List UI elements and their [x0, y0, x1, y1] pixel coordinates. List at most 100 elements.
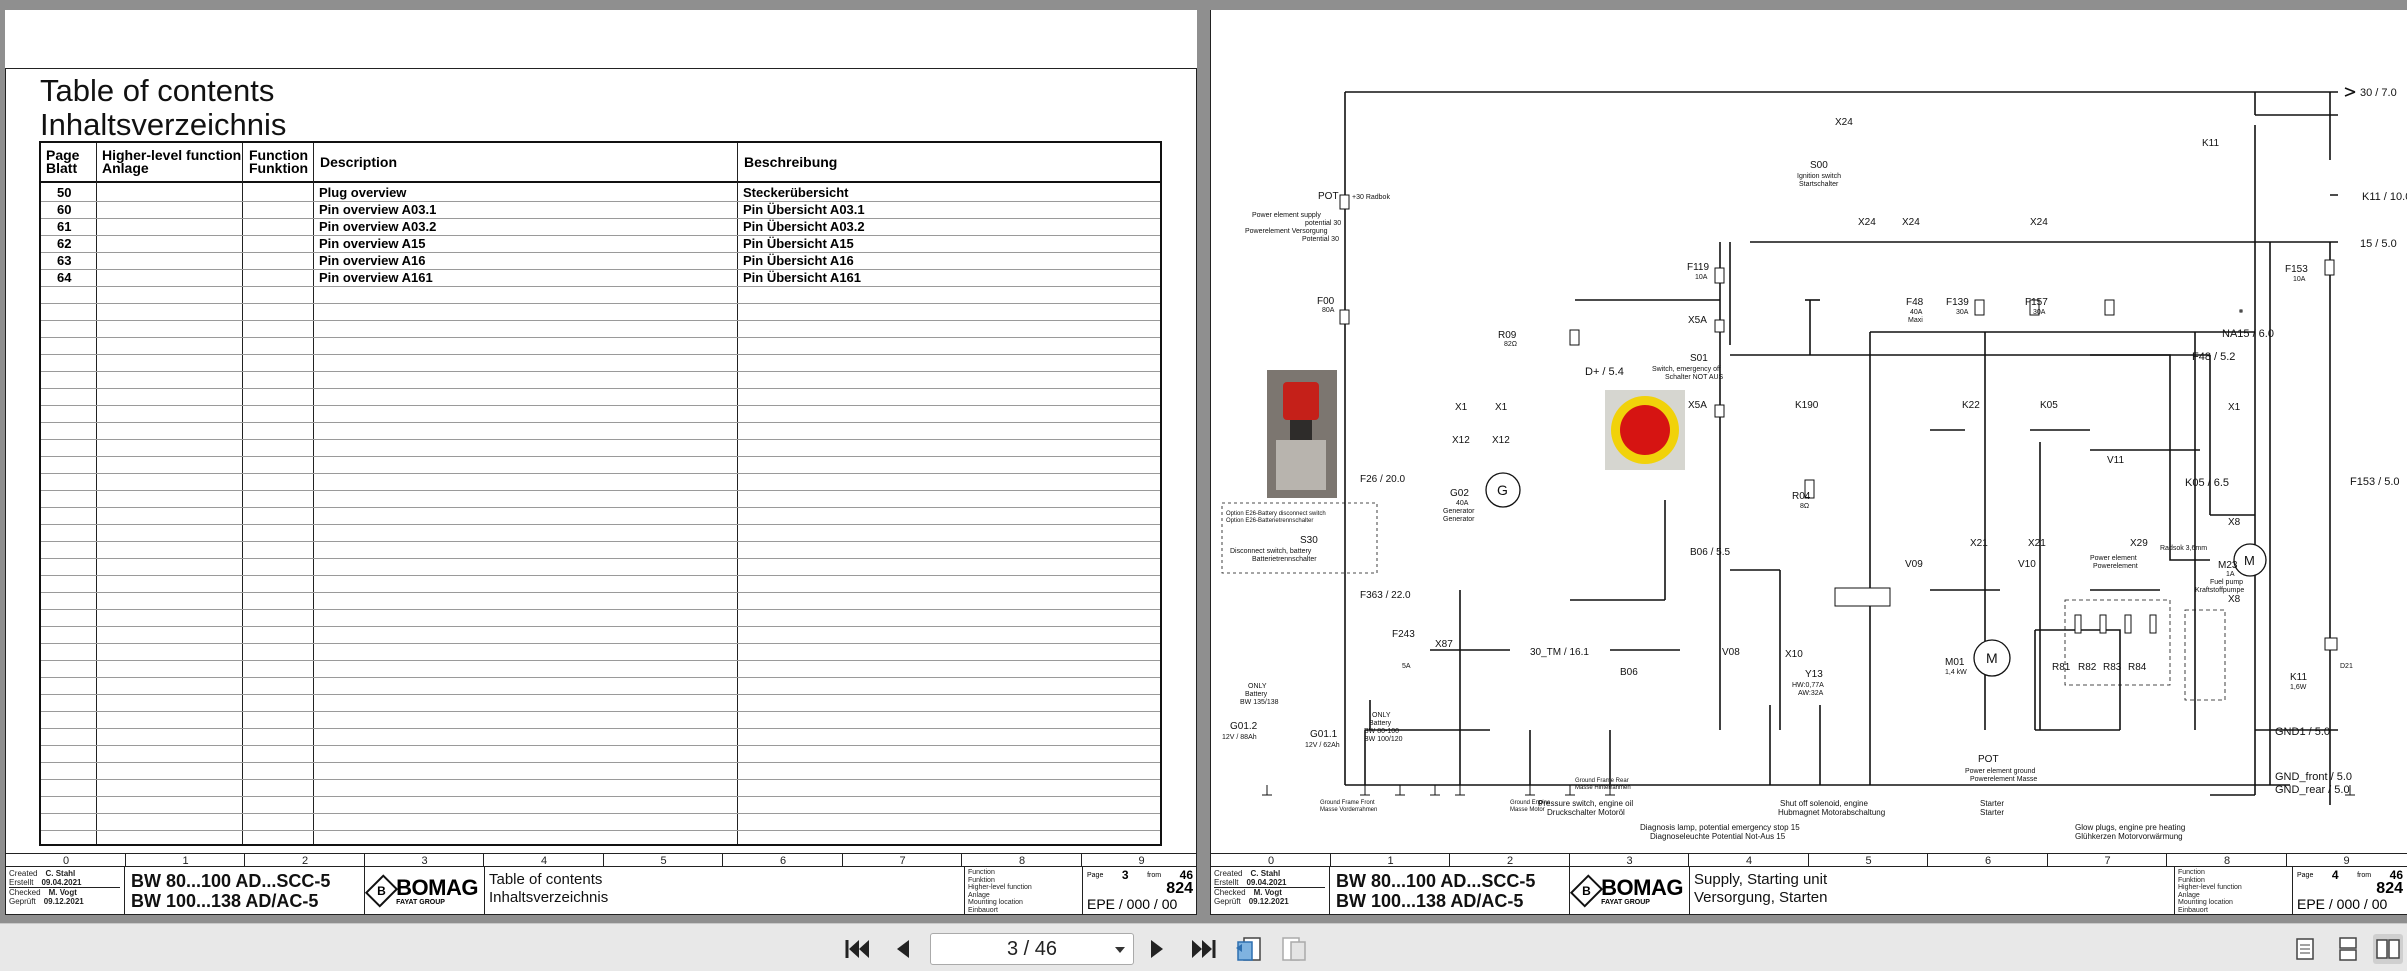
label-y13: Y13 [1805, 669, 1823, 680]
label-f48-value: 40A [1910, 309, 1923, 316]
net-label-30: 30 / 7.0 [2360, 87, 2397, 99]
checked-label: Checked [1214, 888, 1246, 897]
sheet-description-en: Supply, Starting unit [1694, 871, 1828, 888]
component-labels: POT +30 Radbok Power element supply pote… [1222, 117, 2353, 841]
single-page-view-button[interactable] [2290, 934, 2320, 964]
last-page-button[interactable] [1188, 934, 1218, 964]
created-date: 09.04.2021 [1246, 878, 1287, 887]
label-x29-desc: Radsok 3,6mm [2160, 545, 2207, 552]
forward-button[interactable] [1280, 934, 1310, 964]
label-g02-desc-2: Generator [1443, 516, 1475, 523]
back-view-icon [1236, 937, 1261, 961]
label-r04-value: 8Ω [1800, 503, 1809, 510]
ruler-tick [841, 854, 843, 867]
skip-last-icon [1192, 940, 1216, 958]
row-divider [41, 541, 1160, 542]
meta-mounting: Mounting location [968, 899, 1023, 906]
col-function2-de: Funktion [249, 160, 309, 176]
net-label-na15: NA15 / 6.0 [2222, 328, 2274, 340]
label-f00: F00 [1317, 296, 1335, 307]
label-x1: X1 [1455, 402, 1468, 413]
label-x87: X87 [1435, 639, 1453, 650]
row-divider [41, 796, 1160, 797]
label-k11: K11 [2202, 138, 2219, 149]
back-button[interactable] [1233, 934, 1263, 964]
created-label-de: Erstellt [9, 878, 34, 887]
two-page-view-button[interactable] [2373, 934, 2403, 964]
label-x24: X24 [1835, 117, 1853, 128]
col-page-en: Page [46, 147, 80, 163]
row-divider [41, 660, 1160, 661]
toc-title-de: Inhaltsverzeichnis [40, 107, 287, 142]
label-k05: K05 [2040, 400, 2058, 411]
row-divider [41, 728, 1160, 729]
row-divider [41, 762, 1160, 763]
toc-description: Pin overview A16 [319, 253, 426, 268]
toc-page-number: 50 [57, 185, 72, 200]
net-label-b06: B06 / 5.5 [1690, 547, 1730, 558]
wiring-schematic: 30 / 7.0 K11 / 10.0 15 / 5.0 NA15 / 6.0 … [1221, 87, 2407, 841]
label-x1: X1 [2228, 402, 2241, 413]
label-f119-value: 10A [1695, 274, 1708, 281]
col-divider [737, 143, 738, 844]
sheet-description-de: Inhaltsverzeichnis [489, 889, 609, 906]
brand-sub: FAYAT GROUP [1601, 898, 1650, 906]
label-gnd-engine-1: Ground Engine [1510, 800, 1551, 806]
label-pot-gnd-desc-1: Power element ground [1965, 768, 2036, 775]
ruler-number: 9 [2343, 855, 2350, 867]
first-page-button[interactable] [843, 934, 873, 964]
net-label-f153: F153 / 5.0 [2350, 476, 2400, 488]
meta-einbauort: Einbauort [2178, 906, 2208, 914]
label-f139: F139 [1946, 297, 1969, 308]
row-divider [41, 779, 1160, 780]
label-pot-desc-3: Powerelement Versorgung [1245, 228, 1328, 235]
col-divider [96, 143, 97, 844]
label-starter-2: Starter [1980, 808, 2004, 817]
toc-beschreibung: Pin Übersicht A16 [743, 253, 854, 268]
label-g02-value: 40A [1456, 500, 1469, 507]
checked-label-de: Geprüft [1214, 897, 1241, 906]
label-gnd-front-1: Ground Frame Front [1320, 800, 1375, 806]
label-x5a: X5A [1688, 400, 1707, 411]
continuous-view-button[interactable] [2333, 934, 2363, 964]
row-divider [41, 354, 1160, 355]
label-y13-value-2: AW:32A [1798, 690, 1824, 697]
next-page-button[interactable] [1142, 934, 1172, 964]
label-gnd-rear-2: Masse Hinterrahmen [1575, 785, 1631, 791]
label-s00-desc-1: Ignition switch [1797, 173, 1841, 180]
ruler-number: 0 [63, 855, 70, 867]
col-function-de: Anlage [102, 160, 149, 176]
row-divider [41, 694, 1160, 695]
navigation-toolbar: 3 / 46 [0, 923, 2407, 971]
label-f243: F243 [1392, 629, 1415, 640]
label-pot-desc-1: Power element supply [1252, 212, 1321, 219]
single-page-icon [2296, 938, 2314, 960]
ruler-tick [602, 854, 604, 867]
ruler-tick [961, 854, 962, 867]
ruler-number: 7 [899, 855, 906, 867]
page-number-select[interactable]: 3 / 46 [930, 933, 1134, 965]
label-pressure-2: Druckschalter Motoröl [1547, 808, 1625, 817]
label-only-1-b: Battery [1245, 691, 1268, 698]
sheet-description: Supply, Starting unit Versorgung, Starte… [1690, 867, 2175, 915]
label-r82: R82 [2078, 662, 2097, 673]
net-label-gnd1: GND1 / 5.0 [2275, 726, 2330, 738]
toc-title-en: Table of contents [40, 73, 275, 108]
label-x21: X21 [2028, 538, 2046, 549]
model-info: BW 80...100 AD...SCC-5 BW 100...138 AD/A… [125, 867, 365, 915]
label-f48-desc: Maxi [1908, 317, 1923, 324]
ruler-tick [2046, 854, 2048, 867]
row-divider [41, 371, 1160, 372]
page-supply-starting-unit: 30 / 7.0 K11 / 10.0 15 / 5.0 NA15 / 6.0 … [1210, 10, 2407, 915]
svg-text:M: M [2244, 553, 2255, 568]
row-divider [41, 592, 1160, 593]
toc-beschreibung: Pin Übersicht A161 [743, 270, 862, 285]
starter-motor-icon [1973, 639, 2011, 677]
brand-logo: B BOMAG FAYAT GROUP [1569, 867, 1690, 915]
label-g011-value: 12V / 62Ah [1305, 742, 1340, 749]
previous-page-button[interactable] [888, 934, 918, 964]
